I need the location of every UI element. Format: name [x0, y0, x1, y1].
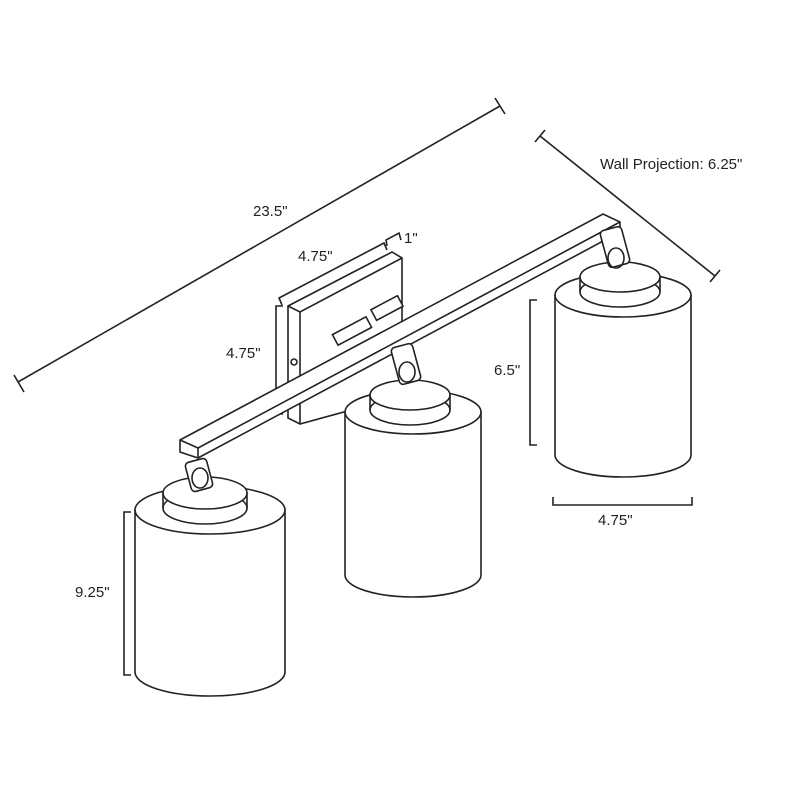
shade-height-label: 6.5" [494, 362, 521, 379]
fixture-height-label: 9.25" [75, 584, 110, 601]
shade-dimension-lines [123, 299, 693, 676]
wall-projection-dimension-line [534, 129, 721, 283]
backplate-depth-label: 1" [404, 230, 418, 247]
overall-width-label: 23.5" [253, 203, 288, 220]
backplate-width-label: 4.75" [298, 248, 333, 265]
right-shade [554, 225, 692, 478]
left-shade [134, 457, 286, 697]
wall-projection-label: Wall Projection: 6.25" [600, 156, 743, 173]
shade-width-label: 4.75" [598, 512, 633, 529]
middle-shade [344, 342, 482, 598]
overall-width-dimension-line [13, 97, 506, 393]
backplate-height-label: 4.75" [226, 345, 261, 362]
